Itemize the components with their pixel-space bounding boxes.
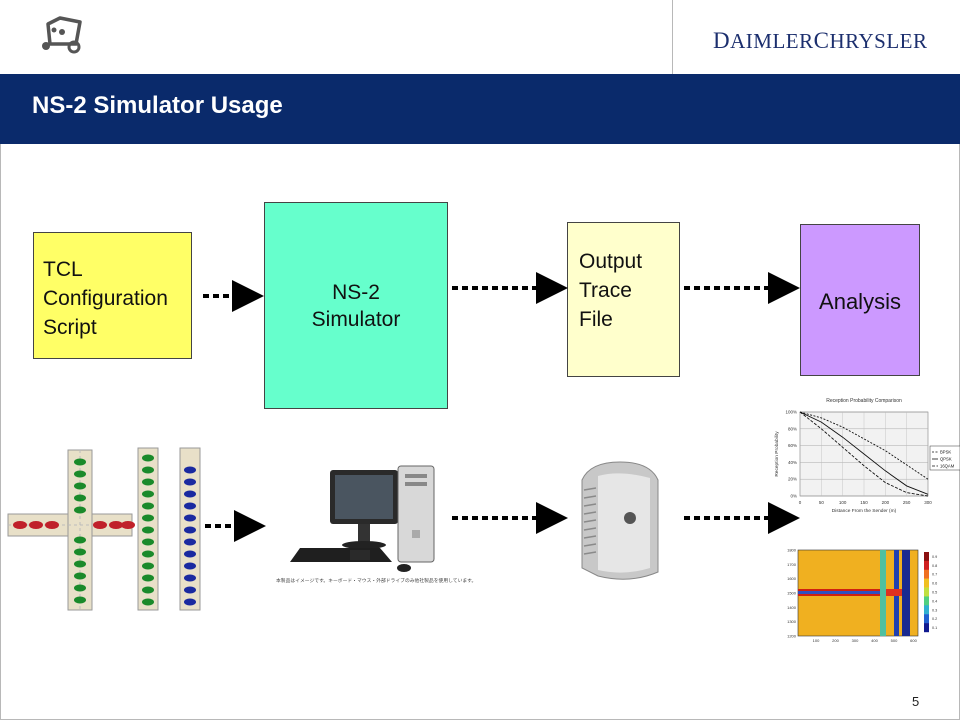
y-tick-label: 1600 bbox=[787, 576, 797, 581]
series-line-bpsk bbox=[799, 411, 929, 480]
reception-heatmap-chart: 1800 1700 1600 1500 1400 1300 1200 100 200 300 400… bbox=[787, 548, 937, 644]
x-tick-label: 500 bbox=[891, 638, 898, 643]
road-scenario-image bbox=[7, 447, 201, 611]
y-axis-label: Reception Probability bbox=[774, 431, 780, 477]
x-tick-label: 600 bbox=[910, 638, 917, 643]
colorbar-label: 0.2 bbox=[932, 617, 937, 621]
colorbar-label: 0.9 bbox=[932, 555, 937, 559]
heatmap-column-dark bbox=[902, 550, 910, 636]
y-tick-label: 80% bbox=[788, 426, 797, 431]
legend-label: QPSK bbox=[940, 457, 952, 462]
analysis-box: Analysis bbox=[800, 224, 920, 376]
car-logo-icon bbox=[42, 16, 82, 54]
header bbox=[0, 0, 960, 74]
hard-drive-image bbox=[581, 461, 659, 580]
series-line-16qam bbox=[799, 411, 929, 497]
colorbar-label: 0.8 bbox=[932, 564, 937, 568]
x-axis-label: Distance From the Sender (m) bbox=[832, 508, 897, 514]
tcl-script-box: TCL Configuration Script bbox=[33, 232, 192, 359]
colorbar-segment bbox=[924, 569, 929, 579]
reception-probability-chart: 0% 20% 40% 60% 80% 100% 0 50 100 150 200 250 300 Rece… bbox=[774, 398, 960, 514]
x-tick-label: 400 bbox=[871, 638, 878, 643]
ns2-simulator-box: NS-2 Simulator bbox=[264, 202, 448, 409]
colorbar-segment bbox=[924, 578, 929, 588]
x-tick-label: 100 bbox=[813, 638, 820, 643]
colorbar-label: 0.4 bbox=[932, 599, 937, 603]
slide-title: NS-2 Simulator Usage bbox=[32, 92, 283, 119]
colorbar-label: 0.1 bbox=[932, 626, 937, 630]
series-line-qpsk bbox=[799, 411, 929, 495]
heatmap-column-cyan bbox=[880, 550, 886, 636]
legend-label: 16QAM bbox=[940, 464, 955, 469]
x-tick-label: 300 bbox=[852, 638, 859, 643]
colorbar-label: 0.7 bbox=[932, 573, 937, 577]
colorbar-segment bbox=[924, 614, 929, 624]
title-bar bbox=[0, 74, 960, 144]
colorbar-segment bbox=[924, 552, 929, 562]
x-tick-label: 300 bbox=[924, 500, 932, 505]
colorbar-segment bbox=[924, 623, 929, 633]
heatmap-hotspot bbox=[886, 589, 902, 596]
y-tick-label: 60% bbox=[788, 443, 797, 448]
x-tick-label: 100 bbox=[839, 500, 847, 505]
page-number: 5 bbox=[912, 694, 920, 709]
brand-logo: DAIMLERCHRYSLER bbox=[713, 28, 928, 53]
y-tick-label: 1800 bbox=[787, 548, 797, 553]
x-tick-label: 200 bbox=[882, 500, 890, 505]
y-tick-label: 1500 bbox=[787, 591, 797, 596]
y-tick-label: 1700 bbox=[787, 562, 797, 567]
y-tick-label: 1300 bbox=[787, 619, 797, 624]
colorbar-segment bbox=[924, 605, 929, 615]
computer-caption: 本製品はイメージです。キーボード・マウス・外部ドライブのみ他社製品を使用していま… bbox=[276, 577, 476, 584]
y-tick-label: 1200 bbox=[787, 634, 797, 639]
y-tick-label: 20% bbox=[788, 477, 797, 482]
output-trace-file-box: Output Trace File bbox=[567, 222, 680, 377]
colorbar-label: 0.3 bbox=[932, 608, 937, 612]
x-tick-label: 50 bbox=[819, 500, 825, 505]
colorbar-label: 0.6 bbox=[932, 582, 937, 586]
y-tick-label: 100% bbox=[785, 410, 797, 415]
x-tick-label: 0 bbox=[799, 500, 802, 505]
colorbar-label: 0.5 bbox=[932, 591, 937, 595]
colorbar-segment bbox=[924, 596, 929, 606]
x-tick-label: 200 bbox=[832, 638, 839, 643]
y-tick-label: 0% bbox=[790, 494, 797, 499]
legend-label: BPSK bbox=[940, 450, 951, 455]
computer-image: 本製品はイメージです。キーボード・マウス・外部ドライブのみ他社製品を使用していま… bbox=[276, 465, 476, 584]
y-tick-label: 1400 bbox=[787, 605, 797, 610]
header-divider bbox=[672, 0, 673, 74]
chart-title: Reception Probability Comparison bbox=[826, 398, 902, 404]
y-tick-label: 40% bbox=[788, 460, 797, 465]
colorbar-segment bbox=[924, 587, 929, 597]
heatmap-band-blue bbox=[798, 591, 908, 594]
x-tick-label: 250 bbox=[903, 500, 911, 505]
x-tick-label: 150 bbox=[860, 500, 868, 505]
colorbar-segment bbox=[924, 560, 929, 570]
